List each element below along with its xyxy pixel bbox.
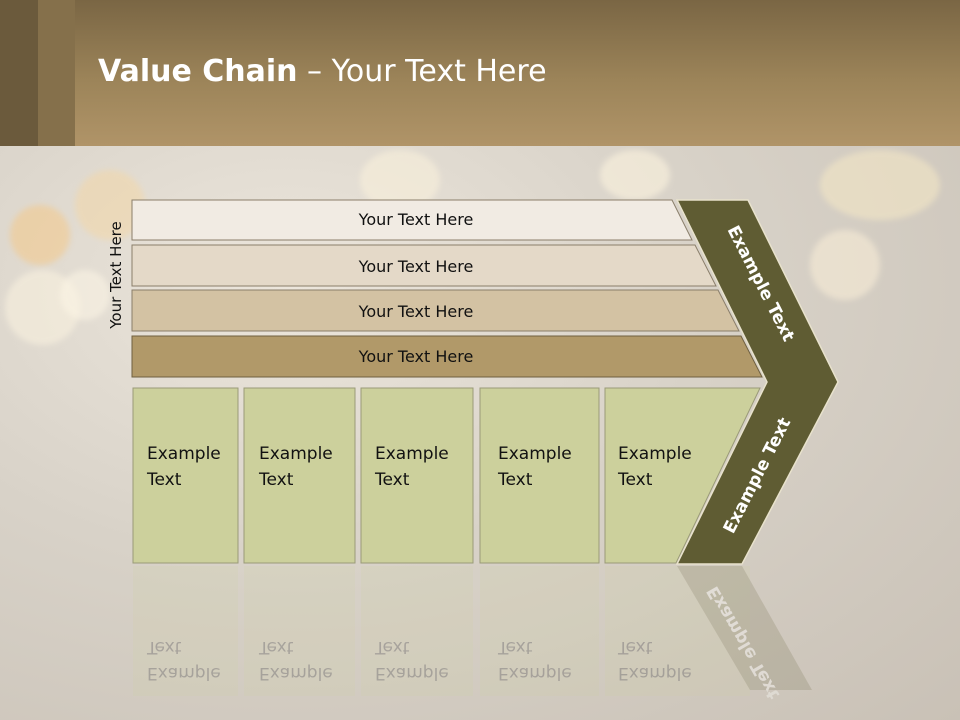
reflection-box-text: Text xyxy=(374,637,410,657)
row-label: Your Text Here xyxy=(358,257,474,276)
header-stripe xyxy=(38,0,75,146)
box-text: Example xyxy=(259,444,333,464)
reflection-box xyxy=(480,566,599,696)
box-text: Example xyxy=(147,444,221,464)
box-text: Example xyxy=(375,444,449,464)
bokeh-light xyxy=(60,270,110,320)
activity-box xyxy=(243,387,356,564)
box-text: Text xyxy=(146,470,182,490)
activity-box xyxy=(132,387,239,564)
reflection-box-text: Text xyxy=(258,637,294,657)
box-text: Text xyxy=(374,470,410,490)
box-text: Example xyxy=(618,444,692,464)
row-bar xyxy=(131,335,763,378)
row-bar xyxy=(131,244,717,287)
reflection-box-text: Text xyxy=(146,637,182,657)
row-label: Your Text Here xyxy=(358,210,474,229)
row-bars: Your Text Here Your Text Here Your Text … xyxy=(131,199,763,378)
reflection-box-text: Example xyxy=(259,663,333,683)
activity-box xyxy=(360,387,474,564)
reflection-box xyxy=(244,566,355,696)
slide-title: Value Chain – Your Text Here xyxy=(98,54,547,89)
reflection-box-text: Text xyxy=(617,637,653,657)
reflection-box-text: Example xyxy=(375,663,449,683)
row-label: Your Text Here xyxy=(358,347,474,366)
activity-box xyxy=(479,387,600,564)
box-text: Text xyxy=(617,470,653,490)
reflection-arrow xyxy=(677,566,812,690)
header-stripe xyxy=(0,0,38,146)
title-rest: – Your Text Here xyxy=(297,54,547,89)
box-text: Text xyxy=(258,470,294,490)
bokeh-light xyxy=(10,205,70,265)
reflection-box-text: Example xyxy=(147,663,221,683)
activity-boxes: Example Text Example Text Example Text E… xyxy=(132,387,761,564)
reflection-box-text: Example xyxy=(618,663,692,683)
reflection-box xyxy=(605,566,750,696)
title-bold: Value Chain xyxy=(98,54,298,89)
bokeh-light xyxy=(600,150,670,200)
row-bar xyxy=(131,199,693,241)
slide-header xyxy=(0,0,960,146)
chevron-arrow xyxy=(675,199,839,565)
row-label: Your Text Here xyxy=(358,302,474,321)
box-text: Text xyxy=(497,470,533,490)
reflection-box-text: Example xyxy=(498,663,572,683)
row-bar xyxy=(131,289,740,332)
box-text: Example xyxy=(498,444,572,464)
bokeh-light xyxy=(810,230,880,300)
reflection-box xyxy=(361,566,473,696)
activity-box xyxy=(604,387,761,564)
bokeh-light xyxy=(820,150,940,220)
reflection-box-text: Text xyxy=(497,637,533,657)
reflection-box xyxy=(133,566,238,696)
